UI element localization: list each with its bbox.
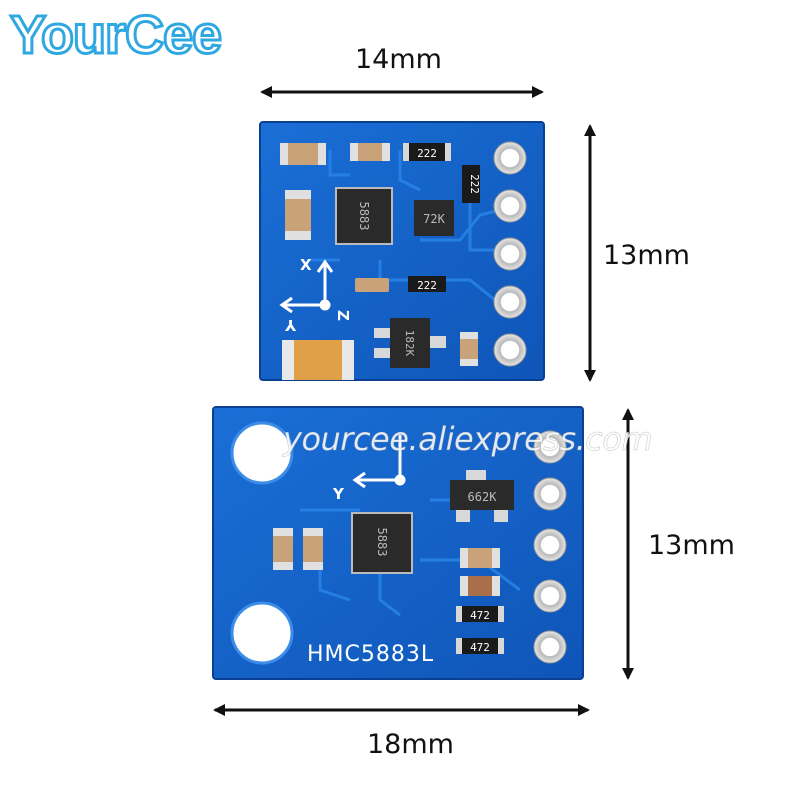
bottom-width-label: 18mm — [367, 729, 454, 760]
bottom-resistor-b: 472 — [456, 638, 504, 654]
svg-text:Y: Y — [284, 316, 297, 334]
svg-text:Z: Z — [334, 310, 352, 321]
top-capacitors — [280, 143, 478, 380]
svg-text:182K: 182K — [403, 330, 416, 357]
svg-text:72K: 72K — [423, 212, 445, 226]
svg-text:472: 472 — [470, 641, 490, 654]
top-resistor-a: 222 — [403, 143, 451, 161]
bottom-height-label: 13mm — [648, 530, 735, 561]
mounting-hole-bottom — [230, 601, 294, 665]
bottom-main-chip: 5883 — [351, 512, 413, 574]
brand-logo: YourCee — [8, 5, 223, 65]
top-chip-182k: 182K — [374, 318, 446, 368]
svg-text:222: 222 — [417, 279, 437, 292]
bottom-axis-marking — [352, 435, 406, 489]
svg-text:222: 222 — [417, 147, 437, 160]
top-resistor-c: 222 — [408, 276, 446, 292]
bottom-capacitors — [273, 528, 500, 596]
model-label: HMC5883L — [307, 642, 434, 667]
svg-text:222: 222 — [468, 174, 481, 194]
svg-text:X: X — [300, 256, 312, 274]
svg-text:5883: 5883 — [375, 528, 389, 557]
top-header-pads — [493, 141, 527, 367]
top-chip-72k: 72K — [414, 200, 454, 236]
watermark-text: yourcee.aliexpress.com — [283, 420, 653, 459]
top-resistor-b: 222 — [462, 165, 481, 203]
top-pcb-board: 5883 222 222 222 72K 182K — [259, 121, 545, 381]
svg-text:472: 472 — [470, 609, 490, 622]
top-axis-markings — [279, 259, 334, 314]
top-main-chip: 5883 — [335, 187, 393, 245]
svg-text:662K: 662K — [468, 490, 498, 504]
bottom-pcb-board: Y 5883 662K 472 — [212, 406, 584, 680]
bottom-chip-662k: 662K — [450, 470, 514, 522]
mounting-hole-top — [230, 421, 294, 485]
top-height-label: 13mm — [603, 240, 690, 271]
svg-text:Y: Y — [332, 485, 345, 503]
svg-text:5883: 5883 — [357, 202, 371, 231]
bottom-header-pads — [533, 430, 567, 664]
bottom-resistor-a: 472 — [456, 606, 504, 622]
top-width-label: 14mm — [355, 44, 442, 75]
